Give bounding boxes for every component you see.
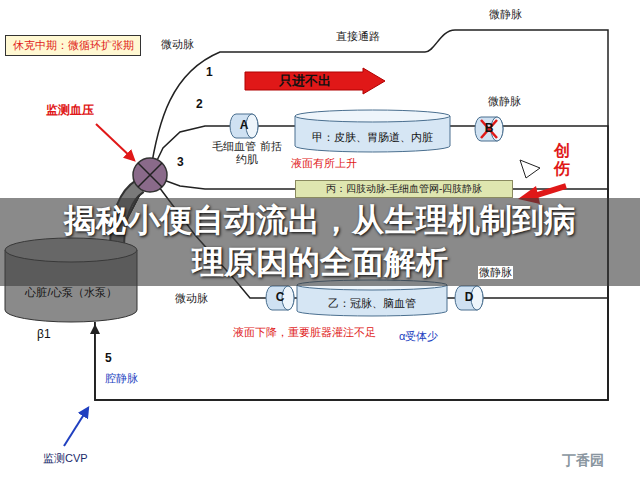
annotation-label: 2 xyxy=(195,98,204,112)
annotation-label: 微静脉 xyxy=(478,266,513,279)
pump-symbol xyxy=(133,158,167,192)
annotation-label: 微动脉 xyxy=(160,38,195,51)
annotation-label: 微动脉 xyxy=(174,292,209,305)
process-box: 休克中期：微循环扩张期 xyxy=(5,35,141,56)
annotation-label: 微静脉 xyxy=(488,8,523,21)
cylinder-node: C xyxy=(266,286,294,310)
process-box: 丙：四肢动脉-毛细血管网-四肢静脉 xyxy=(295,180,513,198)
annotation-label: 微静脉 xyxy=(487,95,522,108)
pump-cross xyxy=(138,163,162,187)
vessel-connector xyxy=(450,125,475,127)
annotation-label: 直接通路 xyxy=(335,30,381,43)
box-outline xyxy=(296,181,513,198)
arrow-outline xyxy=(245,68,385,94)
cylinder-top xyxy=(295,110,450,122)
annotation-label: 5 xyxy=(104,352,113,366)
annotation-label: β1 xyxy=(36,328,52,342)
annotation-label: 监测血压 xyxy=(45,104,95,118)
pointer-arrow xyxy=(96,124,134,160)
trauma-arrow xyxy=(534,186,566,196)
box-outline xyxy=(6,36,141,56)
pointer-arrow xyxy=(64,408,88,446)
node-text: 只进不出 xyxy=(279,74,331,89)
annotation-label: 3 xyxy=(176,156,185,170)
cylinder-body xyxy=(455,286,483,310)
node-text: 丙：四肢动脉-毛细血管网-四肢静脉 xyxy=(326,183,483,195)
cylinder-node: D xyxy=(455,286,483,310)
annotation-label: 液面下降，重要脏器灌注不足 xyxy=(232,326,377,339)
watermark: 丁香园 xyxy=(562,452,604,468)
node-text: A xyxy=(240,119,249,133)
annotation-label: 监测CVP xyxy=(42,452,89,465)
cylinder-body xyxy=(475,117,503,141)
node-text: B xyxy=(485,122,494,136)
annotation-label: α受体少 xyxy=(398,330,439,343)
block-cross xyxy=(481,120,497,138)
node-text: 休克中期：微循环扩张期 xyxy=(13,39,134,52)
node-text: C xyxy=(276,291,285,305)
cylinder-node: A xyxy=(230,114,258,138)
annotation-label: 1 xyxy=(205,66,214,80)
triangle-symbol xyxy=(520,160,540,178)
node-text: 心脏/心泵（水泵） xyxy=(25,286,116,299)
node-text: 甲：皮肤、胃肠道、内脏 xyxy=(312,131,433,144)
flow-head xyxy=(90,324,100,334)
annotation-label: 液面有所上升 xyxy=(290,157,358,170)
cylinder-node: 甲：皮肤、胃肠道、内脏 xyxy=(295,110,450,152)
cylinder-body xyxy=(266,286,294,310)
node-text: D xyxy=(465,291,474,305)
banner-title: 揭秘小便自动流出，从生理机制到病理原因的全面解析 xyxy=(0,198,640,286)
annotation-label: 创伤 xyxy=(553,142,571,177)
annotation-label: 腔静脉 xyxy=(104,372,139,385)
arrow-shape: 只进不出 xyxy=(245,68,385,94)
cylinder-node: B xyxy=(475,117,503,141)
node-text: 乙：冠脉、脑血管 xyxy=(328,297,416,310)
vessel-connector xyxy=(258,125,295,127)
annotation-label: 毛细血管 前括约肌 xyxy=(210,140,284,165)
vessel-connector xyxy=(447,297,455,299)
cylinder-body xyxy=(230,114,258,138)
